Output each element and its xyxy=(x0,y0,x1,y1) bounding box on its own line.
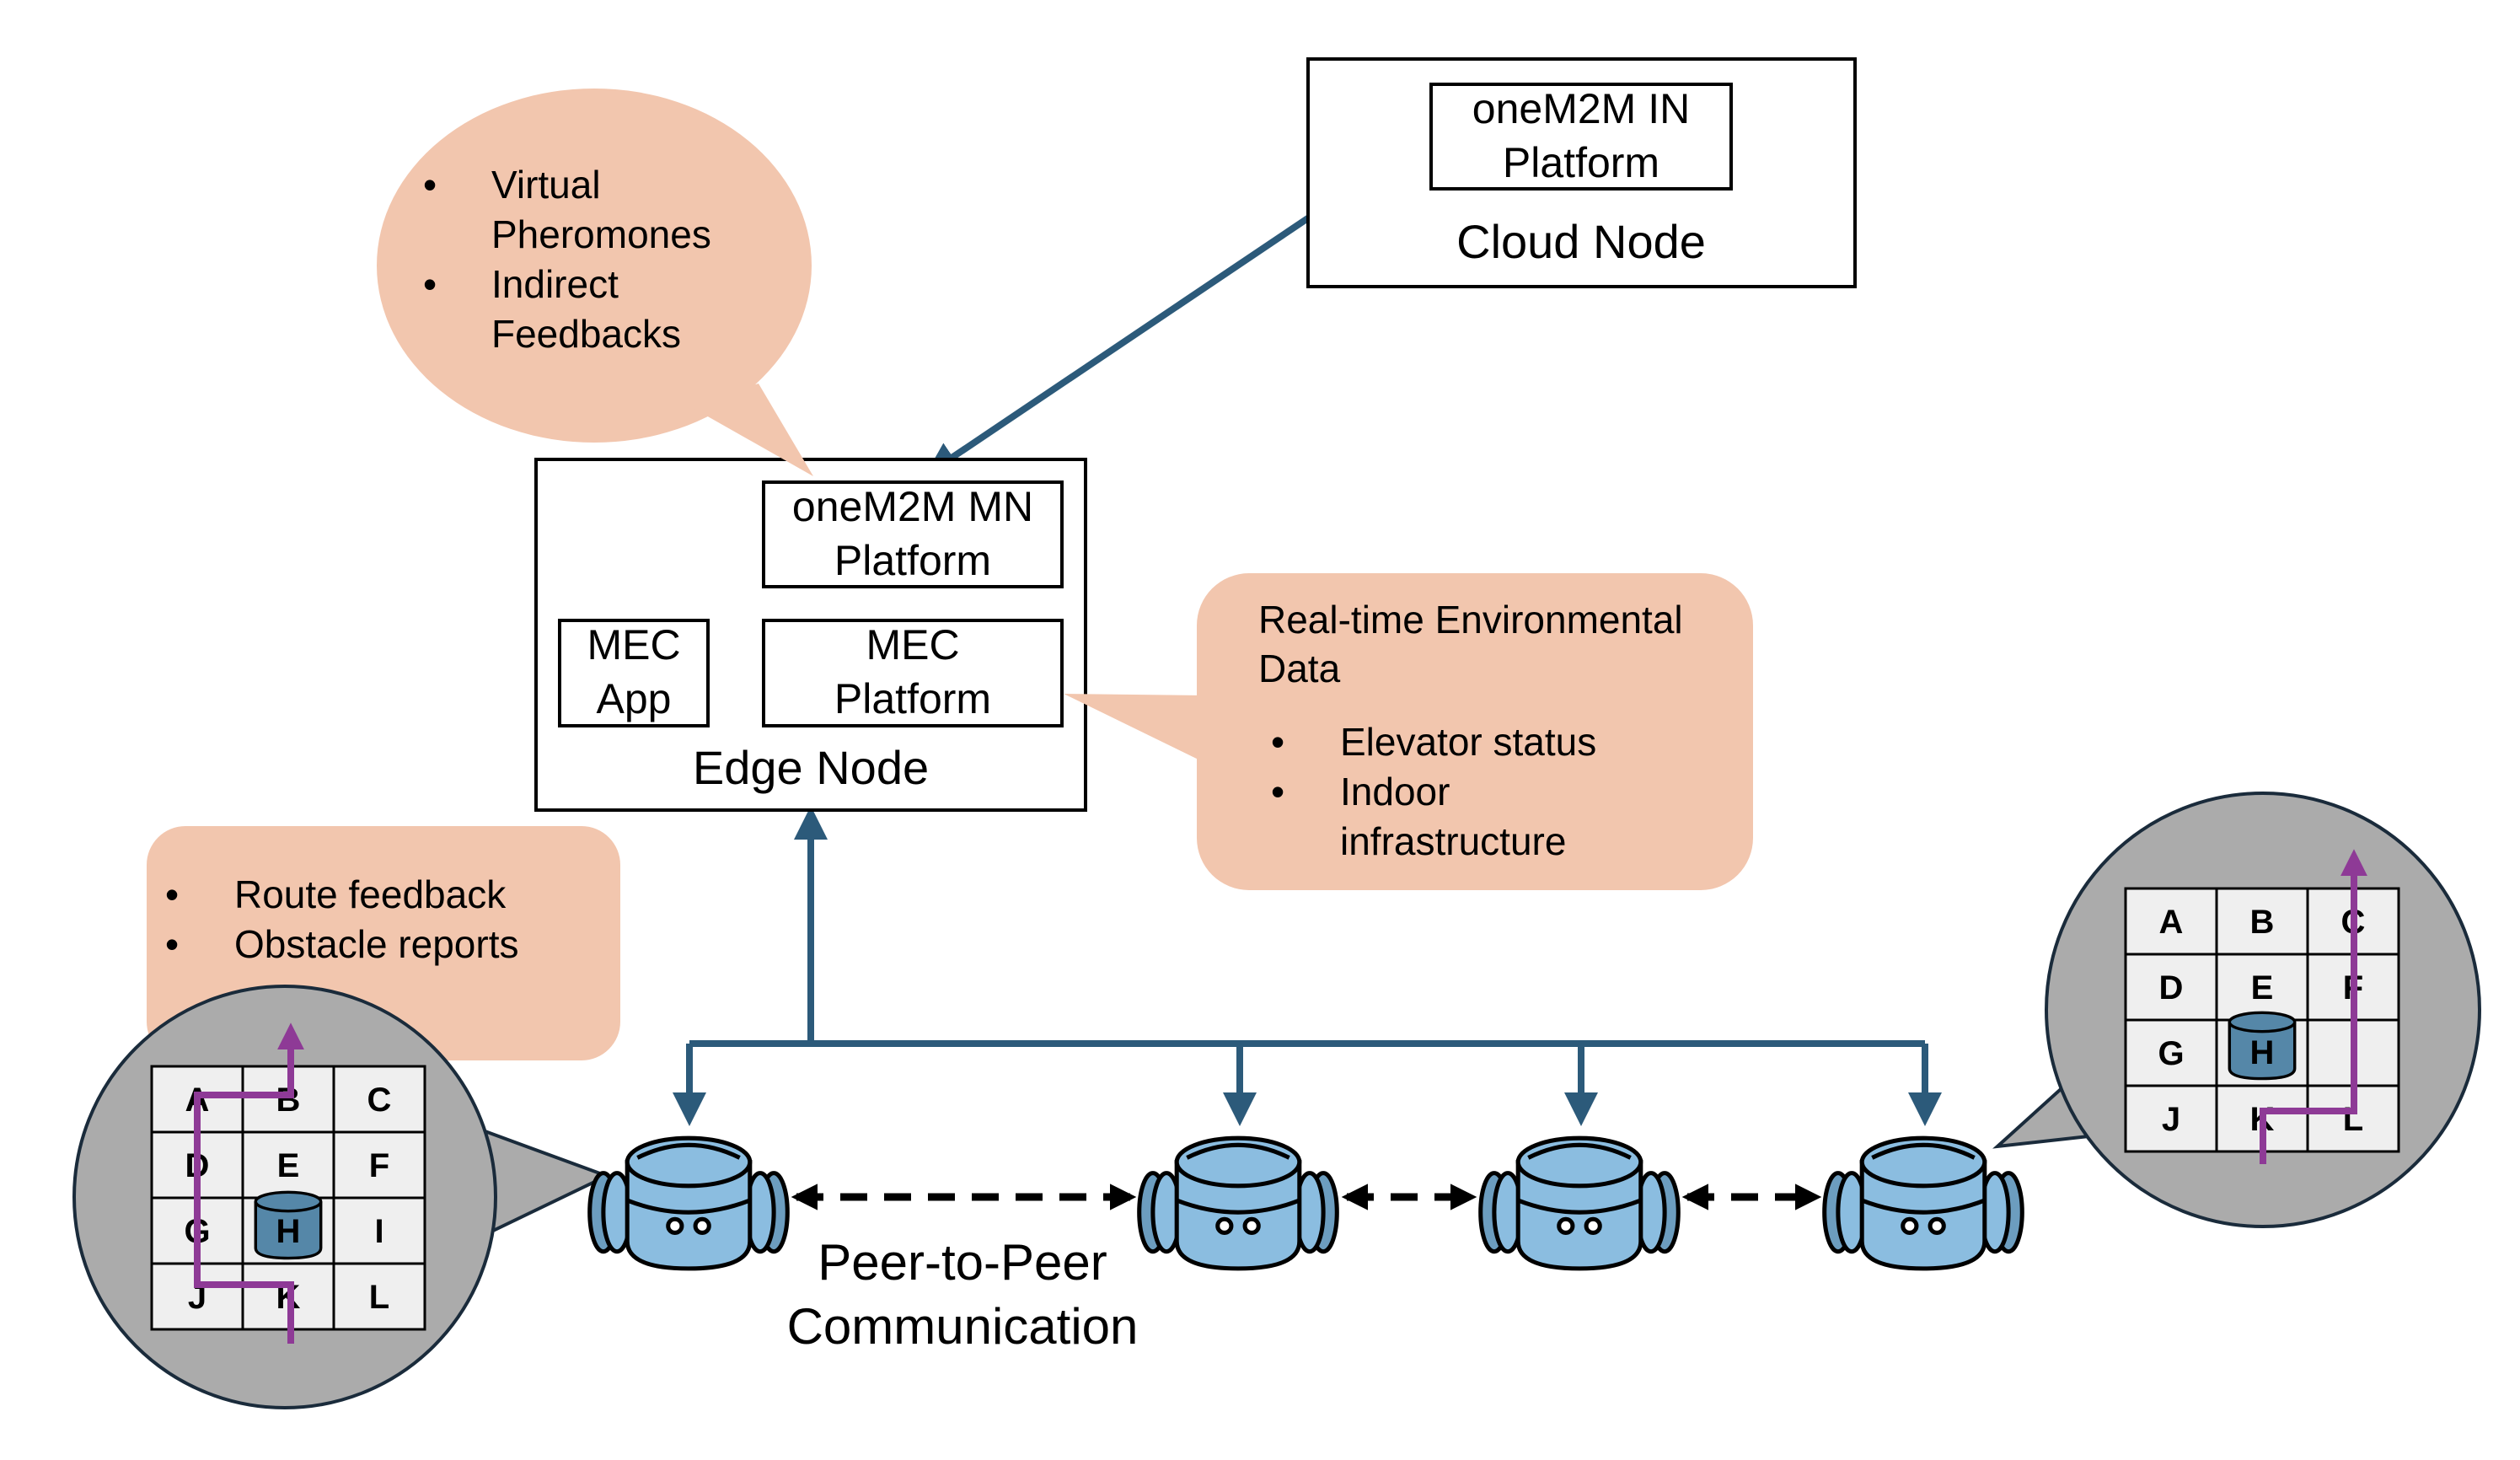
reports-bullet-2: • xyxy=(165,922,179,966)
environment-bullet-2: • xyxy=(1271,770,1284,813)
mec-app-box xyxy=(558,619,710,727)
right-grid-cell-b xyxy=(2215,887,2309,956)
mec-platform-box xyxy=(762,619,1064,727)
environment-callout-tail xyxy=(1064,694,1205,763)
right-hub-label: H xyxy=(2250,1034,2275,1071)
environment-item-2-line-2: infrastructure xyxy=(1340,819,1566,863)
left-grid-cell-c xyxy=(332,1065,426,1134)
mec-app-label-1: MEC xyxy=(587,621,680,668)
environment-header-line-1: Real-time Environmental xyxy=(1258,598,1683,641)
left-grid-cell-e xyxy=(241,1130,335,1200)
right-route-path xyxy=(2260,849,2367,1164)
robot-2-icon xyxy=(1139,1138,1338,1269)
environment-bullet-1: • xyxy=(1271,720,1284,764)
pheromone-bullet-2: • xyxy=(423,262,437,306)
reports-item-2: Obstacle reports xyxy=(234,922,518,966)
left-grid-letter-l: L xyxy=(369,1279,389,1316)
right-grid-letter-b: B xyxy=(2250,904,2275,941)
right-grid-letter-g: G xyxy=(2158,1035,2184,1072)
environment-header-line-2: Data xyxy=(1258,647,1341,690)
environment-callout-box xyxy=(1197,573,1753,890)
left-grid-letter-i: I xyxy=(374,1213,383,1250)
environment-callout: Real-time Environmental Data • Elevator … xyxy=(1064,573,1753,890)
edge-node-label: Edge Node xyxy=(693,741,929,794)
robot-1-icon xyxy=(590,1138,788,1269)
p2p-label-line-2: Communication xyxy=(787,1298,1139,1355)
pheromone-item-1-line-1: Virtual xyxy=(491,163,601,207)
pheromone-item-2-line-1: Indirect xyxy=(491,262,619,306)
onem2m-mn-platform-label-2: Platform xyxy=(834,537,991,584)
right-grid-cell-j xyxy=(2124,1084,2218,1153)
right-grid-cell-d xyxy=(2124,953,2218,1022)
mec-platform-label-2: Platform xyxy=(834,675,991,722)
right-grid-letter-e: E xyxy=(2251,969,2274,1006)
robot-4-icon xyxy=(1825,1138,2023,1269)
environment-item-2-line-1: Indoor xyxy=(1340,770,1450,813)
pheromone-item-2-line-2: Feedbacks xyxy=(491,312,681,356)
mec-platform-label-1: MEC xyxy=(866,621,959,668)
left-grid-letter-e: E xyxy=(277,1147,300,1184)
pheromone-callout-tail xyxy=(687,384,813,476)
cloud-node: oneM2M IN Platform Cloud Node xyxy=(1306,57,1857,288)
onem2m-in-platform-label-2: Platform xyxy=(1503,139,1659,186)
mec-app-label-2: App xyxy=(597,675,672,722)
left-route-path xyxy=(194,1023,304,1344)
right-grid-letter-a: A xyxy=(2159,904,2184,941)
reports-item-1: Route feedback xyxy=(234,872,507,916)
left-hub-label: H xyxy=(276,1213,301,1250)
right-grid-letter-j: J xyxy=(2162,1101,2180,1138)
left-grid-cell-f xyxy=(332,1130,426,1200)
left-map-bubble: A B C D E F G I J K L H xyxy=(72,985,612,1409)
right-grid-letter-d: D xyxy=(2159,969,2184,1006)
environment-item-1: Elevator status xyxy=(1340,720,1596,764)
left-grid-letter-f: F xyxy=(369,1147,389,1184)
onem2m-in-platform-label-1: oneM2M IN xyxy=(1472,85,1690,132)
pheromone-callout: • Virtual Pheromones • Indirect Feedback… xyxy=(377,89,813,476)
pheromone-callout-bubble xyxy=(377,89,812,443)
pheromone-item-1-line-2: Pheromones xyxy=(491,212,711,256)
right-map-bubble: A B C D E F G J K L H xyxy=(1992,792,2481,1228)
left-grid-letter-c: C xyxy=(367,1082,392,1119)
cloud-node-label: Cloud Node xyxy=(1456,215,1706,268)
pheromone-bullet-1: • xyxy=(423,163,437,207)
edge-node: oneM2M MN Platform MEC Platform MEC App … xyxy=(534,458,1087,812)
p2p-label-line-1: Peer-to-Peer xyxy=(818,1234,1107,1291)
onem2m-mn-platform-box xyxy=(762,480,1064,588)
reports-bullet-1: • xyxy=(165,872,179,916)
left-grid-cell-l xyxy=(332,1262,426,1331)
robot-3-icon xyxy=(1481,1138,1679,1269)
onem2m-mn-platform-label-1: oneM2M MN xyxy=(792,483,1033,530)
onem2m-in-platform-box xyxy=(1429,83,1733,191)
